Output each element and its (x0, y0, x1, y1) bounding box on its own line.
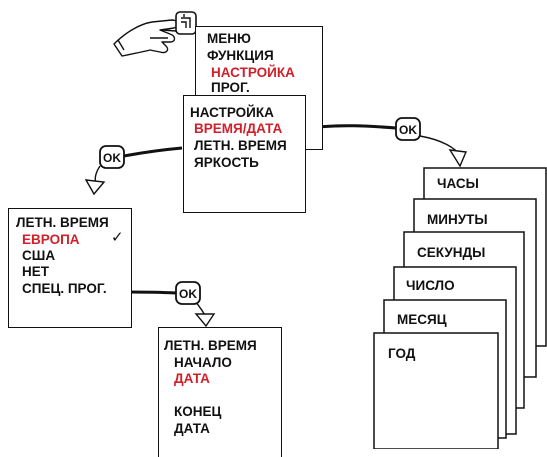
settings-menu-item-brightness: ЯРКОСТЬ (194, 155, 259, 170)
hand-pointer-icon (113, 19, 179, 57)
card-label-hours: ЧАСЫ (437, 176, 479, 191)
settings-menu-item-dst: ЛЕТН. ВРЕМЯ (194, 138, 287, 153)
card-label-minutes: МИНУТЫ (427, 212, 488, 227)
main-menu-item-function: ФУНКЦИЯ (207, 48, 274, 63)
ok-label: OK (103, 151, 121, 165)
arrow-head-icon (448, 149, 468, 168)
dst-menu-item-custom: СПЕЦ. ПРОГ. (22, 281, 107, 296)
settings-menu-item-time-date: ВРЕМЯ/ДАТА (194, 121, 283, 136)
settings-menu-title: НАСТРОЙКА (190, 105, 274, 120)
ok-label: OK (179, 287, 197, 301)
selected-checkmark-icon: ✓ (111, 229, 124, 246)
dst-menu-item-usa: США (22, 248, 56, 263)
dst-menu-item-none: НЕТ (22, 264, 49, 279)
card-label-month: МЕСЯЦ (397, 312, 447, 327)
dst-custom-menu-title: ЛЕТН. ВРЕМЯ (164, 338, 257, 353)
dst-custom-menu-panel (158, 327, 282, 457)
main-menu-item-settings: НАСТРОЙКА (211, 65, 295, 80)
dst-menu-item-europe: ЕВРОПА (22, 232, 80, 247)
dst-custom-menu-item-end-date: ДАТА (174, 421, 210, 436)
main-menu-item-programs: ПРОГ. (211, 80, 250, 95)
main-menu-item-menu: МЕНЮ (207, 31, 251, 46)
arrow-head-icon (84, 179, 106, 196)
dst-custom-menu-item-start-date: ДАТА (174, 371, 210, 386)
ok-button-1: OK (395, 117, 421, 141)
card-label-year: ГОД (388, 346, 416, 361)
card-label-seconds: СЕКУНДЫ (417, 245, 486, 260)
dst-menu-title: ЛЕТН. ВРЕМЯ (16, 215, 109, 230)
time-date-card-stack (373, 167, 547, 449)
dst-custom-menu-item-end: КОНЕЦ (174, 404, 222, 419)
dst-menu-panel (8, 208, 132, 328)
menu-key-icon (175, 11, 197, 35)
card-label-day: ЧИСЛО (406, 278, 455, 293)
settings-menu-panel (183, 95, 306, 213)
dst-custom-menu-item-start: НАЧАЛО (174, 355, 232, 370)
connector-line (123, 146, 183, 158)
arrow-head-icon (194, 313, 216, 328)
ok-button-3: OK (175, 281, 201, 305)
ok-label: OK (399, 123, 417, 137)
ok-button-2: OK (99, 145, 125, 169)
